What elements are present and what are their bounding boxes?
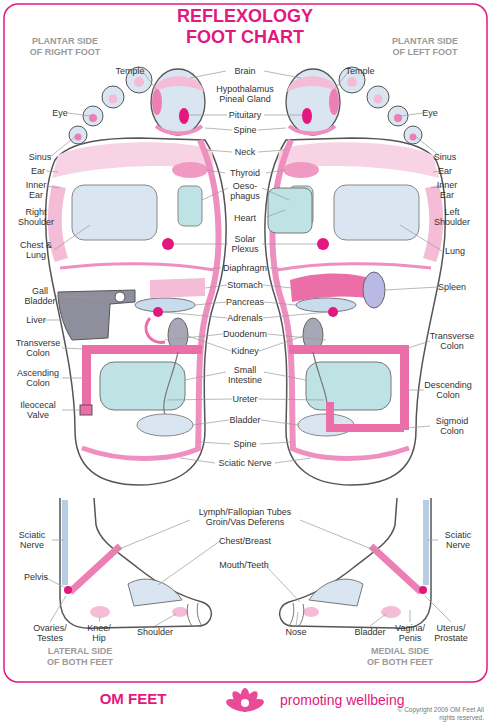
zone-label: Ovaries/ Testes xyxy=(31,623,69,643)
spleen-zone xyxy=(363,272,385,308)
zone-label: Uterus/ Prostate xyxy=(431,623,471,643)
left-foot xyxy=(265,67,445,485)
zone-label: Sinus xyxy=(428,152,462,162)
view-heading: PLANTAR SIDE OF LEFT FOOT xyxy=(387,36,463,58)
right-foot-organs xyxy=(58,278,205,415)
zone-label: Thyroid xyxy=(223,168,267,178)
zone-label: Heart xyxy=(225,213,265,223)
zone-label: Liver xyxy=(21,315,51,325)
zone-label: Temple xyxy=(110,66,150,76)
heart-zone xyxy=(268,188,312,233)
zone-label: Pancreas xyxy=(223,297,267,307)
leader-line xyxy=(163,71,328,463)
zone-label: Duodenum xyxy=(220,329,270,339)
chart-title: REFLEXOLOGY FOOT CHART xyxy=(160,6,330,48)
zone-label: Ear xyxy=(430,166,460,176)
zone-label: Shoulder xyxy=(133,627,177,637)
duodenum-zone xyxy=(146,318,165,342)
zone-label: Lymph/Fallopian Tubes Groin/Vas Deferens xyxy=(180,507,310,527)
zone-label: Ear xyxy=(23,166,53,176)
zone-label: Solar Plexus xyxy=(225,234,265,254)
zone-label: Bladder xyxy=(350,627,390,637)
zone-label: Vagina/ Penis xyxy=(392,623,428,643)
zone-label: Spine xyxy=(225,125,265,135)
ascending-colon-zone xyxy=(82,345,91,413)
zone-label: Adrenals xyxy=(223,313,267,323)
zone-label: Knee/ Hip xyxy=(85,623,113,643)
zone-label: Bladder xyxy=(225,415,265,425)
left-foot-organs xyxy=(268,188,409,430)
lotus-petal xyxy=(240,696,266,714)
zone-label: Nose xyxy=(281,627,311,637)
zone-label: Oeso- phagus xyxy=(229,181,261,201)
zone-label: Eye xyxy=(45,108,75,118)
zone-label: Sciatic Nerve xyxy=(210,458,280,468)
brand-name: OM FEET xyxy=(93,690,173,708)
ileocecal-zone xyxy=(80,405,92,415)
lotus-logo xyxy=(224,688,265,714)
right-foot xyxy=(46,67,226,485)
zone-label: Left Shoulder xyxy=(430,207,474,227)
gall-bladder-zone xyxy=(115,292,125,302)
zone-label: Stomach xyxy=(223,280,267,290)
zone-label: Sciatic Nerve xyxy=(12,530,52,550)
leader-lines xyxy=(44,71,451,626)
leader-line xyxy=(44,72,157,410)
zone-label: Ascending Colon xyxy=(12,368,64,388)
zone-label: Ureter xyxy=(225,394,265,404)
zone-label: Small Intestine xyxy=(223,365,267,385)
view-heading: LATERAL SIDE OF BOTH FEET xyxy=(43,646,117,668)
zone-label: Chest & Lung xyxy=(16,240,56,260)
zone-label: Pelvis xyxy=(18,572,54,582)
zone-label: Transverse Colon xyxy=(12,338,64,358)
zone-label: Sinus xyxy=(23,152,57,162)
zone-label: Temple xyxy=(340,66,380,76)
zone-label: Spleen xyxy=(435,282,469,292)
zone-label: Mouth/Teeth xyxy=(209,560,279,570)
view-heading: MEDIAL SIDE OF BOTH FEET xyxy=(365,646,435,668)
zone-label: Spine xyxy=(225,439,265,449)
medial-foot xyxy=(280,498,431,628)
lotus-center xyxy=(241,699,249,707)
view-heading: PLANTAR SIDE OF RIGHT FOOT xyxy=(27,36,103,58)
zone-label: Neck xyxy=(225,147,265,157)
tagline: promoting wellbeing xyxy=(280,692,430,708)
zone-label: Diaphragm xyxy=(220,263,270,273)
frame xyxy=(4,4,487,682)
zone-label: Right Shoulder xyxy=(14,207,58,227)
zone-label: Transverse Colon xyxy=(426,331,478,351)
zone-label: Hypothalamus Pineal Gland xyxy=(208,84,282,104)
zone-label: Kidney xyxy=(225,346,265,356)
leader-line xyxy=(334,72,445,428)
zone-label: Sciatic Nerve xyxy=(438,530,478,550)
leader-line xyxy=(44,520,451,626)
zone-label: Chest/Breast xyxy=(210,536,280,546)
sigmoid-colon-zone xyxy=(330,402,404,428)
zone-label: Pituitary xyxy=(220,110,270,120)
zone-label: Ileocecal Valve xyxy=(14,400,62,420)
zone-label: Inner Ear xyxy=(432,180,462,200)
stomach-zone xyxy=(150,278,205,298)
zone-label: Gall Bladder xyxy=(21,286,59,306)
zone-label: Eye xyxy=(415,108,445,118)
zone-label: Sigmoid Colon xyxy=(429,416,475,436)
zone-label: Brain xyxy=(225,66,265,76)
zone-label: Lung xyxy=(440,246,470,256)
zone-label: Descending Colon xyxy=(422,380,474,400)
copyright-note: © Copyright 2009 OM Feet All rights rese… xyxy=(394,706,484,722)
zone-label: Inner Ear xyxy=(21,180,51,200)
